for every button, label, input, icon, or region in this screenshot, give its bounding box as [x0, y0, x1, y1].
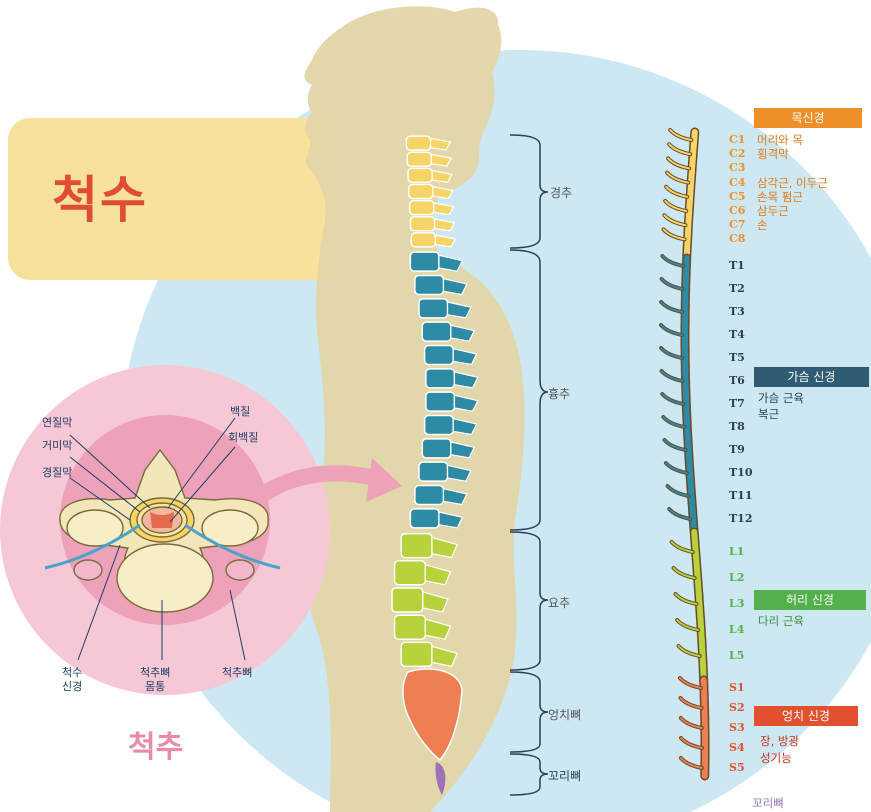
desc-sacral-2: 성기능 [760, 751, 792, 765]
segment-label-s2: S2 [729, 702, 745, 714]
segment-label-l4: L4 [729, 624, 744, 636]
cervical-vertebra-body [410, 217, 434, 231]
segment-label-t8: T8 [729, 421, 745, 433]
thoracic-vertebra-body [410, 252, 439, 271]
region-label-coccyx: 꼬리뼈 [548, 767, 581, 784]
thoracic-vertebra-body [425, 416, 454, 435]
segment-label-c7: C7 [729, 219, 745, 231]
label-vertebra: 척추뼈 [222, 666, 252, 680]
thoracic-vertebra-body [410, 509, 439, 528]
segment-label-c3: C3 [729, 162, 745, 174]
segment-label-t4: T4 [729, 329, 745, 341]
label-arachnoid: 거미막 [42, 439, 72, 453]
badge-sacral-nerves: 엉치 신경 [754, 706, 858, 726]
segment-label-t12: T12 [729, 513, 753, 525]
cord-segment-3 [704, 680, 705, 776]
desc-cervical-c5: 손목 펌근 [757, 190, 803, 204]
thoracic-vertebra-body [415, 276, 444, 295]
region-label-cervical: 경추 [550, 184, 572, 201]
lumbar-vertebra-body [392, 588, 423, 612]
segment-label-s4: S4 [729, 742, 745, 754]
page-subtitle: 척추 [128, 722, 183, 766]
segment-label-l1: L1 [729, 546, 744, 558]
lumbar-vertebra-body [395, 561, 426, 585]
region-label-lumbar: 요추 [548, 594, 570, 611]
thoracic-vertebra-body [415, 486, 444, 505]
segment-label-t6: T6 [729, 375, 745, 387]
segment-label-t9: T9 [729, 444, 745, 456]
thoracic-vertebra-body [426, 392, 455, 411]
desc-cervical-c1: 머리와 목 [757, 133, 803, 147]
segment-label-t1: T1 [729, 260, 745, 272]
label-spinal-nerve: 척수 신경 [62, 666, 82, 694]
segment-label-c4: C4 [729, 177, 745, 189]
page-title: 척수 [52, 160, 148, 232]
region-label-thoracic: 흉추 [548, 385, 570, 402]
thoracic-vertebra-body [422, 322, 451, 341]
desc-thoracic-1: 가슴 근육 [758, 391, 804, 405]
lumbar-vertebra-body [395, 615, 426, 639]
desc-cervical-c6: 삼두근 [757, 204, 789, 218]
segment-label-t7: T7 [729, 398, 745, 410]
segment-label-c8: C8 [729, 233, 745, 245]
segment-label-l2: L2 [729, 572, 744, 584]
segment-label-c5: C5 [729, 191, 745, 203]
segment-label-t10: T10 [729, 467, 753, 479]
region-label-sacral: 엉치뼈 [548, 706, 581, 723]
desc-sacral-1: 장, 방광 [760, 734, 799, 748]
desc-cervical-c2: 횡격막 [757, 147, 789, 161]
badge-cervical-nerves: 목신경 [754, 108, 862, 128]
label-gray-matter: 회백질 [228, 431, 258, 445]
lumbar-vertebra-body [401, 642, 432, 666]
thoracic-vertebra-body [419, 299, 448, 318]
segment-label-l3: L3 [729, 598, 744, 610]
badge-lumbar-nerves: 허리 신경 [754, 590, 866, 610]
cervical-vertebra-body [406, 136, 430, 150]
segment-label-t2: T2 [729, 283, 745, 295]
thoracic-vertebra-body [426, 369, 455, 388]
segment-label-c1: C1 [729, 134, 745, 146]
cervical-vertebra-body [409, 185, 433, 199]
thoracic-vertebra-body [419, 462, 448, 481]
label-coccygeal-nerve: 꼬리뼈 [752, 796, 784, 810]
cervical-vertebra-body [410, 201, 434, 215]
thoracic-vertebra-body [425, 346, 454, 365]
label-dura-mater: 경질막 [42, 466, 72, 480]
segment-label-s3: S3 [729, 722, 745, 734]
segment-label-s5: S5 [729, 762, 745, 774]
desc-thoracic-2: 복근 [758, 407, 779, 421]
cervical-vertebra-body [411, 233, 435, 247]
cervical-vertebra-body [408, 168, 432, 182]
label-pia-mater: 연질막 [42, 416, 72, 430]
segment-label-s1: S1 [729, 682, 745, 694]
desc-lumbar-1: 다리 근육 [758, 614, 804, 628]
thoracic-vertebra-body [422, 439, 451, 458]
lumbar-vertebra-body [401, 534, 432, 558]
cervical-vertebra-body [407, 152, 431, 166]
label-vertebral-body: 척추뼈 몸통 [140, 666, 170, 694]
desc-cervical-c7: 손 [757, 218, 768, 232]
segment-label-c2: C2 [729, 148, 745, 160]
segment-label-l5: L5 [729, 650, 744, 662]
segment-label-c6: C6 [729, 205, 745, 217]
desc-cervical-c4: 삼각근, 이두근 [757, 176, 828, 190]
segment-label-t11: T11 [729, 490, 753, 502]
segment-label-t3: T3 [729, 306, 745, 318]
badge-thoracic-nerves: 가슴 신경 [754, 367, 869, 387]
label-white-matter: 백질 [230, 405, 250, 419]
segment-label-t5: T5 [729, 352, 745, 364]
